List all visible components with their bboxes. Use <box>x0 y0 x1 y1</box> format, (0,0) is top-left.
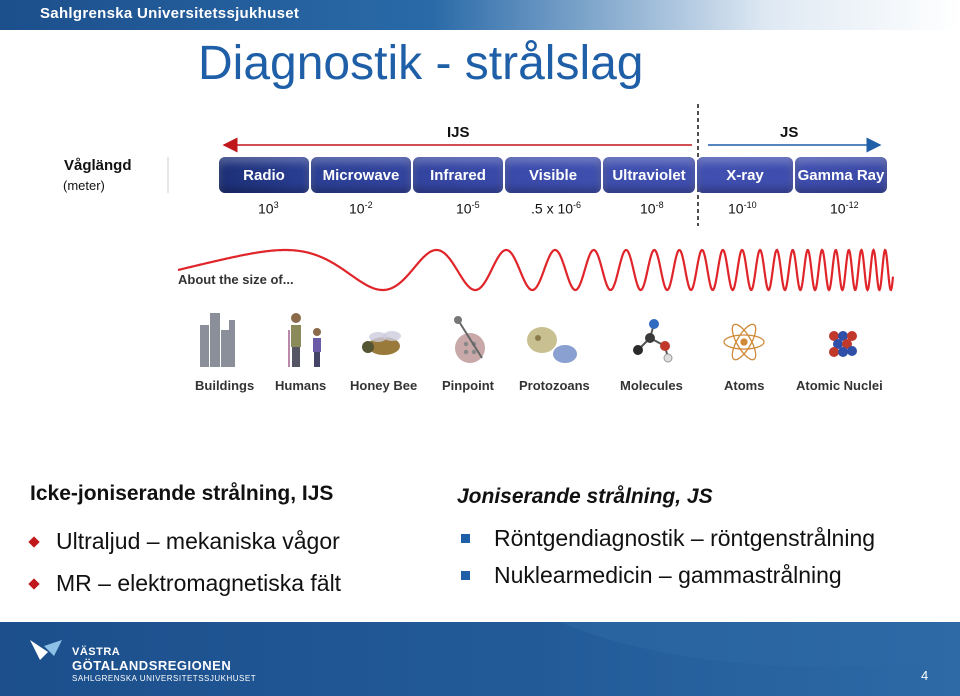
band-visible: Visible <box>505 157 601 193</box>
slide-title: Diagnostik - strålslag <box>198 37 644 90</box>
wavelength-unit: (meter) <box>63 178 105 193</box>
wavelength-value: .5 x 10-6 <box>531 200 582 217</box>
footer-logo-line1: VÄSTRA <box>72 646 121 658</box>
square-bullet-icon <box>461 571 470 580</box>
object-label: Pinpoint <box>442 378 494 393</box>
atomic-nuclei-icon <box>829 331 857 357</box>
page-number: 4 <box>921 668 929 683</box>
honey-bee-icon <box>362 331 401 355</box>
top-banner: Sahlgrenska Universitetssjukhuset <box>0 0 960 30</box>
humans-icon <box>288 313 321 367</box>
footer-decoration <box>30 622 960 667</box>
band-xray: X-ray <box>697 157 793 193</box>
protozoans-icon <box>527 327 577 363</box>
object-label: Molecules <box>620 378 683 393</box>
wavelength-value: 10-10 <box>728 200 757 217</box>
js-label: JS <box>780 124 799 141</box>
footer-banner: VÄSTRA GÖTALANDSREGIONEN SAHLGRENSKA UNI… <box>0 622 960 696</box>
band-ultraviolet: Ultraviolet <box>603 157 695 193</box>
pinpoint-icon <box>454 316 485 363</box>
wavelength-value: 10-2 <box>349 200 373 217</box>
brand-name: Sahlgrenska Universitetssjukhuset <box>40 5 300 22</box>
band-microwave: Microwave <box>311 157 411 193</box>
ijs-label: IJS <box>447 124 470 141</box>
wave-line <box>177 248 895 292</box>
footer-logo-line2: GÖTALANDSREGIONEN <box>72 658 232 673</box>
square-bullet-icon <box>461 534 470 543</box>
wavelength-label: Våglängd <box>64 157 132 174</box>
wavelength-value: 103 <box>258 200 279 217</box>
diamond-bullet-icon <box>28 577 40 590</box>
footer-logo-line3: SAHLGRENSKA UNIVERSITETSSJUKHUSET <box>72 674 257 683</box>
ijs-section-title: Icke-joniserande strålning, IJS <box>30 482 334 505</box>
atoms-icon <box>723 323 765 361</box>
js-bullet-item: Nuklearmedicin – gammastrålning <box>461 562 842 589</box>
diamond-bullet-icon <box>28 535 40 548</box>
region-arrows <box>167 104 882 226</box>
object-label: Honey Bee <box>350 378 418 393</box>
object-label: Atomic Nuclei <box>796 378 883 393</box>
wavelength-value: 10-8 <box>640 200 664 217</box>
wavelength-value: 10-12 <box>830 200 859 217</box>
buildings-icon <box>200 313 235 367</box>
js-bullet-item: Röntgendiagnostik – röntgenstrålning <box>461 525 875 552</box>
object-label: Protozoans <box>519 378 590 393</box>
band-infrared: Infrared <box>413 157 503 193</box>
object-label: Buildings <box>195 378 255 393</box>
js-section-title: Joniserande strålning, JS <box>457 485 713 508</box>
ijs-bullet-item: Ultraljud – mekaniska vågor <box>28 528 340 555</box>
object-label: Humans <box>275 378 327 393</box>
spectrum-illustration <box>177 248 895 367</box>
band-radio: Radio <box>219 157 309 193</box>
about-size-label: About the size of... <box>178 272 294 287</box>
object-label: Atoms <box>724 378 765 393</box>
molecules-icon <box>633 319 673 363</box>
wavelength-value: 10-5 <box>456 200 480 217</box>
ijs-bullet-item: MR – elektromagnetiska fält <box>28 570 341 597</box>
band-gamma: Gamma Ray <box>795 157 887 193</box>
